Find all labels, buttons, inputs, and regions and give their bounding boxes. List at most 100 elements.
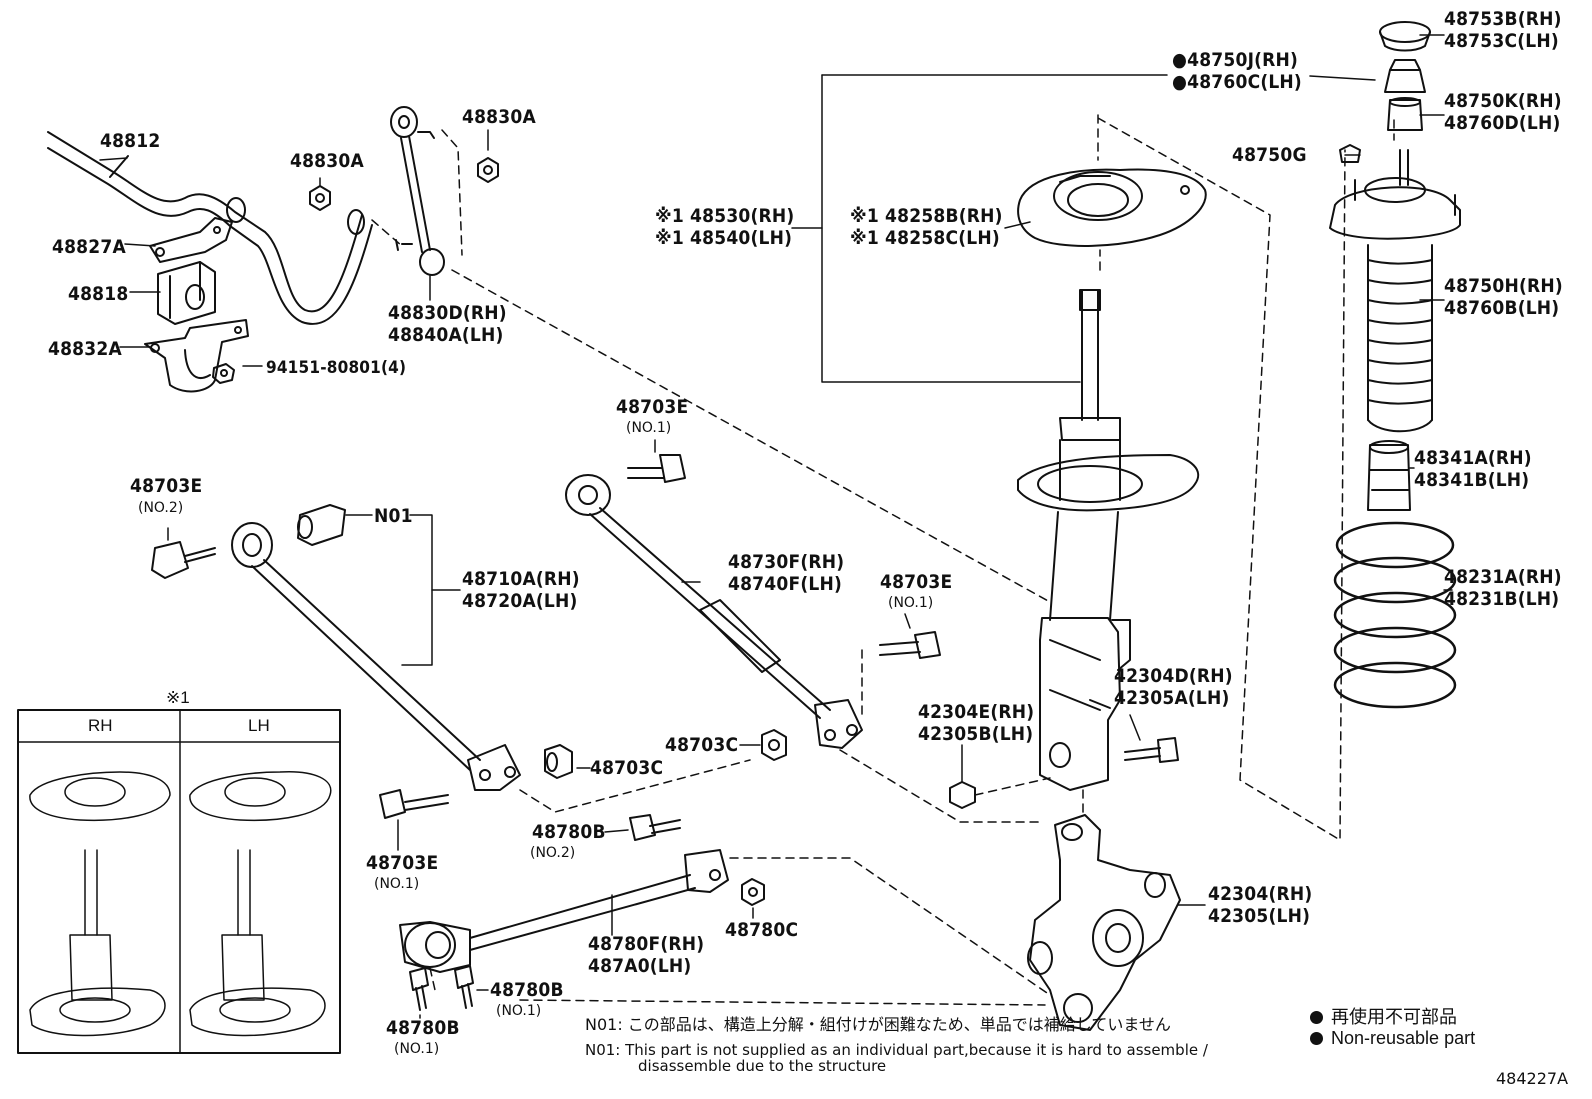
label-48750k[interactable]: 48750K(RH) 48760D(LH) — [1444, 90, 1562, 134]
label-48710a[interactable]: 48710A(RH) 48720A(LH) — [462, 568, 580, 612]
label-48231a[interactable]: 48231A(RH) 48231B(LH) — [1444, 566, 1562, 610]
label-48530[interactable]: ※1 48530(RH) ※1 48540(LH) — [655, 205, 794, 249]
label-48703e-no2[interactable]: 48703E — [130, 475, 203, 497]
bump-stop — [1367, 440, 1411, 511]
inset-rh-header: RH — [88, 716, 113, 735]
label-line: 42304E(RH) — [918, 701, 1035, 723]
label-48827a[interactable]: 48827A — [52, 236, 126, 258]
label-line: 48753B(RH) — [1444, 8, 1562, 30]
stabilizer-link — [390, 106, 445, 276]
label-line: 48830D(RH) — [388, 302, 507, 324]
label-48830a-left[interactable]: 48830A — [290, 150, 364, 172]
label-48750h[interactable]: 48750H(RH) 48760B(LH) — [1444, 275, 1563, 319]
label-48730f[interactable]: 48730F(RH) 48740F(LH) — [728, 551, 844, 595]
label-line: 48750K(RH) — [1444, 90, 1562, 112]
inset-box — [17, 709, 341, 1054]
legend-en-text: Non-reusable part — [1331, 1028, 1476, 1048]
label-line: 487A0(LH) — [588, 955, 692, 977]
label-48703e-no1-top[interactable]: 48703E — [616, 396, 689, 418]
label-line: ※1 48258B(RH) — [850, 205, 1003, 227]
label-94151-80801[interactable]: 94151-80801(4) — [266, 358, 407, 378]
label-48703e-no1-low[interactable]: 48703E — [366, 852, 439, 874]
label-48818[interactable]: 48818 — [68, 283, 129, 305]
bolts — [151, 454, 1179, 1011]
bracket-48827a — [149, 217, 233, 263]
assembly-lines — [371, 114, 1395, 1006]
label-48780b-no1-right[interactable]: 48780B — [490, 979, 564, 1001]
arm-48730f — [565, 474, 863, 749]
label-48780b-no2-sub: (NO.2) — [530, 845, 576, 861]
label-line: 42305A(LH) — [1114, 687, 1230, 709]
note-n01-jp: N01: この部品は、構造上分解・組付けが困難なため、単品では補給していません — [585, 1015, 1171, 1034]
label-line: 48740F(LH) — [728, 573, 842, 595]
non-reusable-dot-icon — [1310, 1032, 1323, 1045]
label-48780c[interactable]: 48780C — [725, 919, 799, 941]
label-line: 48710A(RH) — [462, 568, 580, 590]
legend-jp-text: 再使用不可部品 — [1331, 1007, 1457, 1027]
diagram-code: 484227A — [1496, 1069, 1569, 1088]
label-line: 48231B(LH) — [1444, 588, 1560, 610]
label-line: ●48760C(LH) — [1172, 71, 1302, 93]
label-48703e-no1-mid[interactable]: 48703E — [880, 571, 953, 593]
label-line: 48730F(RH) — [728, 551, 845, 573]
label-48341a[interactable]: 48341A(RH) 48341B(LH) — [1414, 447, 1532, 491]
label-48780b-no1-right-sub: (NO.1) — [496, 1003, 542, 1019]
label-42304d[interactable]: 42304D(RH) 42305A(LH) — [1114, 665, 1233, 709]
label-48703e-no1-low-sub: (NO.1) — [374, 876, 420, 892]
label-line: ※1 48540(LH) — [655, 227, 793, 249]
label-line: 48840A(LH) — [388, 324, 504, 346]
label-48830a-right[interactable]: 48830A — [462, 106, 536, 128]
note-n01-en-line1: N01: This part is not supplied as an ind… — [585, 1041, 1208, 1059]
label-48812[interactable]: 48812 — [100, 130, 161, 152]
nuts — [544, 729, 976, 906]
label-48780b-no1-left[interactable]: 48780B — [386, 1017, 460, 1039]
label-n01[interactable]: N01 — [374, 505, 413, 527]
label-line: ●48750J(RH) — [1172, 49, 1299, 71]
note-n01-en-line2: disassemble due to the structure — [638, 1057, 887, 1075]
label-line: 48231A(RH) — [1444, 566, 1562, 588]
label-48703e-no1-top-sub: (NO.1) — [626, 420, 672, 436]
nuts-small — [212, 157, 499, 384]
bracket-48832a — [144, 319, 249, 393]
coil-spring — [1333, 521, 1457, 709]
upper-spring-seat — [1017, 168, 1207, 247]
label-48753b[interactable]: 48753B(RH) 48753C(LH) — [1444, 8, 1562, 52]
leader-lines — [99, 34, 1453, 1019]
label-48750g[interactable]: 48750G — [1232, 144, 1307, 166]
label-line: 48341B(LH) — [1414, 469, 1530, 491]
legend-jp: 再使用不可部品 — [1310, 1003, 1457, 1029]
bushing-n01 — [297, 504, 346, 546]
arm-48710a — [231, 522, 521, 791]
label-line: 48780F(RH) — [588, 933, 705, 955]
label-48258[interactable]: ※1 48258B(RH) ※1 48258C(LH) — [850, 205, 1003, 249]
inset-rh-art — [29, 771, 171, 1037]
top-hardware — [1339, 21, 1431, 163]
label-48780b-no2[interactable]: 48780B — [532, 821, 606, 843]
label-48703c-left[interactable]: 48703C — [590, 757, 664, 779]
non-reusable-dot-icon — [1310, 1011, 1323, 1024]
label-48703c-right[interactable]: 48703C — [665, 734, 739, 756]
stabilizer-bar — [47, 131, 373, 325]
label-line: 42305B(LH) — [918, 723, 1034, 745]
label-line: ※1 48530(RH) — [655, 205, 795, 227]
inset-marker: ※1 — [166, 688, 190, 707]
label-48832a[interactable]: 48832A — [48, 338, 122, 360]
label-42304[interactable]: 42304(RH) 42305(LH) — [1208, 883, 1312, 927]
inset-lh-header: LH — [248, 716, 270, 735]
label-42304e[interactable]: 42304E(RH) 42305B(LH) — [918, 701, 1034, 745]
legend-en: Non-reusable part — [1310, 1028, 1475, 1049]
label-line: 42304D(RH) — [1114, 665, 1233, 687]
label-line: 48753C(LH) — [1444, 30, 1559, 52]
steering-knuckle — [1027, 814, 1181, 1031]
label-line: 48720A(LH) — [462, 590, 578, 612]
label-48780f[interactable]: 48780F(RH) 487A0(LH) — [588, 933, 704, 977]
label-48780b-no1-left-sub: (NO.1) — [394, 1041, 440, 1057]
label-48750j[interactable]: ●48750J(RH) ●48760C(LH) — [1172, 49, 1302, 93]
label-48703e-no1-mid-sub: (NO.1) — [888, 595, 934, 611]
label-48703e-no2-sub: (NO.2) — [138, 500, 184, 516]
label-line: ※1 48258C(LH) — [850, 227, 1000, 249]
label-48830d[interactable]: 48830D(RH) 48840A(LH) — [388, 302, 507, 346]
inset-lh-art — [189, 771, 332, 1037]
